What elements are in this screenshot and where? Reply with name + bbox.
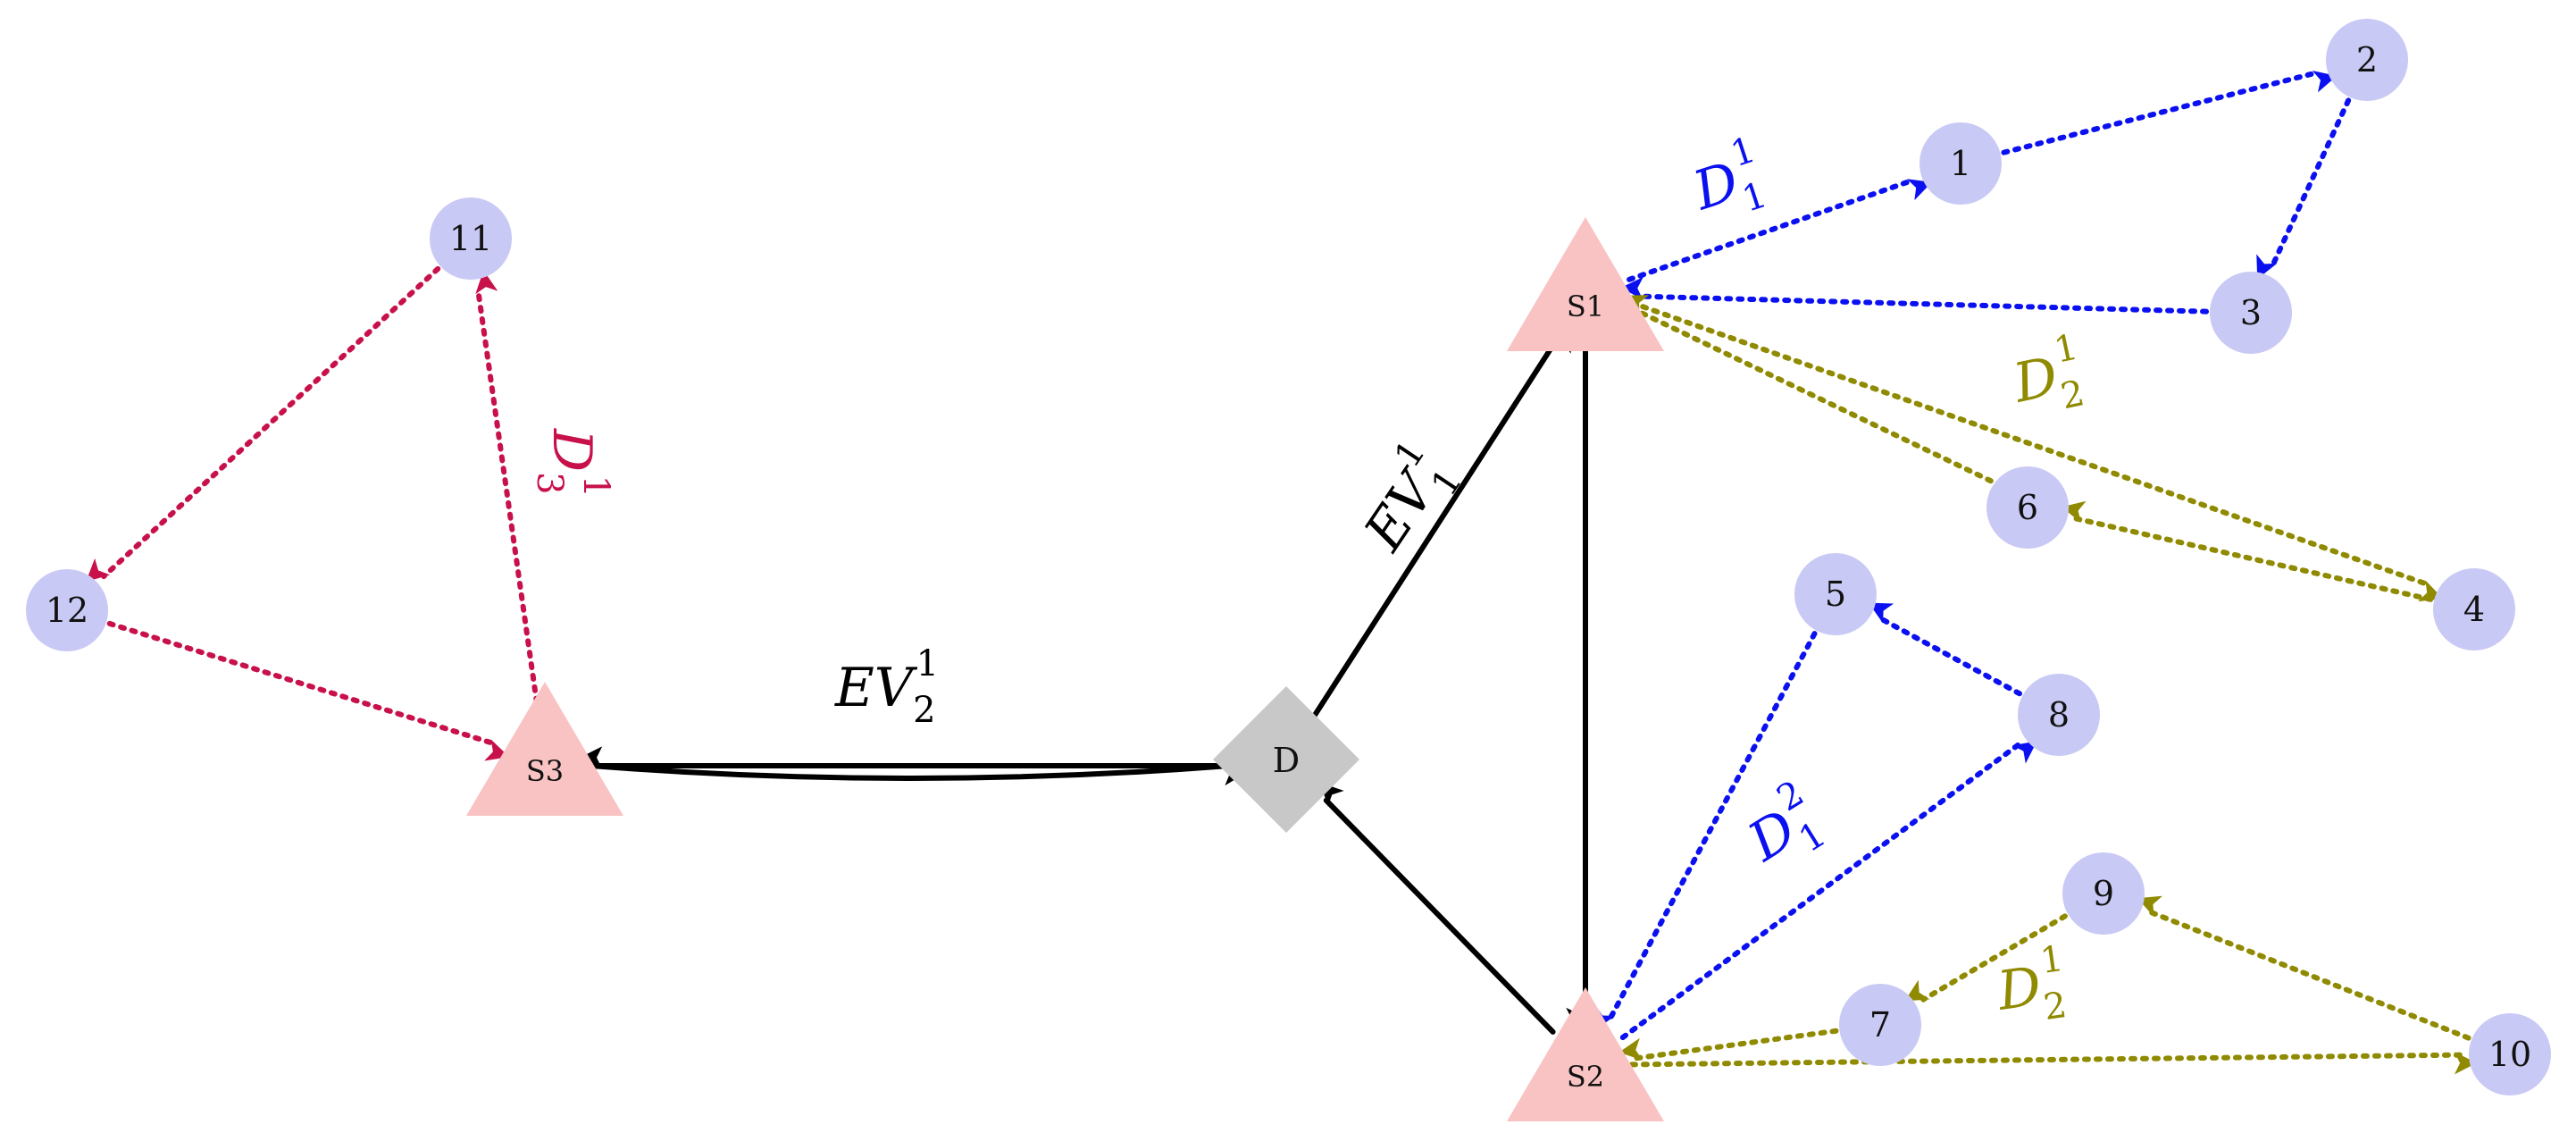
- d12-route-label: D12: [1730, 773, 1836, 884]
- station-node-s3: S3: [466, 682, 623, 816]
- edge-s2-to-c10: [1629, 1052, 2478, 1075]
- customer-node-6: 6: [1986, 466, 2069, 549]
- edges-layer: [86, 69, 2478, 1075]
- station-triangle: [466, 682, 623, 816]
- edge-c3-to-s1: [1620, 277, 2210, 315]
- customer-circle: [430, 197, 512, 280]
- edge-c8-to-c5: [1868, 602, 2022, 697]
- customer-circle: [2326, 19, 2408, 101]
- customer-label: 10: [2488, 1035, 2531, 1074]
- customer-circle: [26, 569, 108, 651]
- d21-route-label: D21: [2004, 327, 2091, 427]
- edge-s3-to-depot: [589, 763, 1247, 786]
- station-triangle: [1507, 217, 1664, 351]
- edge-c7-to-s2: [1618, 1028, 1839, 1062]
- edge-c12-to-s3: [106, 620, 509, 761]
- customer-label: 9: [2093, 874, 2114, 913]
- customer-node-4: 4: [2433, 568, 2515, 650]
- station-node-s1: S1: [1507, 217, 1664, 351]
- ev1-route-label: EV11: [1341, 433, 1472, 569]
- station-node-s2: S2: [1507, 987, 1664, 1121]
- depot-label: D: [1273, 741, 1300, 780]
- edge-c1-to-c2: [2001, 69, 2338, 155]
- customer-label: 12: [46, 591, 88, 630]
- svg-text:D21: D21: [1991, 938, 2072, 1035]
- customer-node-3: 3: [2210, 272, 2292, 354]
- station-label: S1: [1567, 290, 1604, 323]
- svg-text:EV11: EV11: [1341, 433, 1472, 569]
- customer-node-1: 1: [1919, 122, 2002, 205]
- customer-circle: [2469, 1013, 2551, 1095]
- svg-text:D21: D21: [2004, 327, 2091, 427]
- customer-node-12: 12: [26, 569, 108, 651]
- svg-text:EV21: EV21: [834, 643, 939, 731]
- edge-c10-to-c9: [2137, 895, 2471, 1041]
- customer-node-11: 11: [430, 197, 512, 280]
- edge-depot-to-s1: [1311, 328, 1574, 719]
- edge-s2-to-c8: [1619, 741, 2037, 1041]
- customer-node-9: 9: [2062, 852, 2145, 935]
- customer-label: 7: [1869, 1005, 1891, 1045]
- station-triangle: [1507, 987, 1664, 1121]
- svg-text:D11: D11: [1681, 130, 1774, 234]
- customer-circle: [1839, 984, 1921, 1066]
- customer-circle: [2210, 272, 2292, 354]
- depot-diamond: [1213, 686, 1359, 833]
- customer-circle: [1986, 466, 2069, 549]
- edge-s1-to-c4: [1629, 299, 2443, 602]
- d21b-route-label: D21: [1991, 938, 2072, 1035]
- customer-circle: [1919, 122, 2002, 205]
- customer-label: 8: [2048, 695, 2070, 734]
- station-label: S2: [1567, 1060, 1604, 1094]
- edge-s3-to-c11: [474, 270, 541, 717]
- customer-label: 5: [1825, 575, 1846, 614]
- customer-circle: [2018, 674, 2100, 756]
- customer-node-5: 5: [1794, 553, 1877, 635]
- station-label: S3: [526, 754, 564, 788]
- customer-circle: [2062, 852, 2145, 935]
- edge-c2-to-c3: [2256, 97, 2352, 280]
- customer-label: 1: [1950, 144, 1971, 183]
- customer-node-10: 10: [2469, 1013, 2551, 1095]
- ev2-route-label: EV21: [834, 643, 939, 731]
- customer-label: 11: [449, 219, 492, 258]
- edge-c6-to-s1: [1624, 295, 1994, 484]
- edge-c9-to-c7: [1904, 913, 2068, 1003]
- customer-label: 6: [2017, 488, 2038, 527]
- customer-label: 3: [2240, 293, 2262, 332]
- edge-c4-to-c6: [2062, 500, 2434, 602]
- customer-node-7: 7: [1839, 984, 1921, 1066]
- customer-node-8: 8: [2018, 674, 2100, 756]
- svg-text:D12: D12: [1730, 773, 1836, 884]
- depot-node: D: [1213, 686, 1359, 833]
- customer-circle: [2433, 568, 2515, 650]
- customer-node-2: 2: [2326, 19, 2408, 101]
- edge-c5-to-s2: [1594, 631, 1818, 1031]
- d11-route-label: D11: [1681, 130, 1774, 234]
- customer-circle: [1794, 553, 1877, 635]
- customer-label: 2: [2356, 40, 2378, 80]
- edge-c11-to-c12: [86, 265, 441, 583]
- svg-text:D31: D31: [529, 428, 616, 498]
- customer-label: 4: [2463, 590, 2485, 629]
- edge-s2-to-depot: [1320, 782, 1556, 1035]
- edge-s1-to-c1: [1627, 177, 1932, 282]
